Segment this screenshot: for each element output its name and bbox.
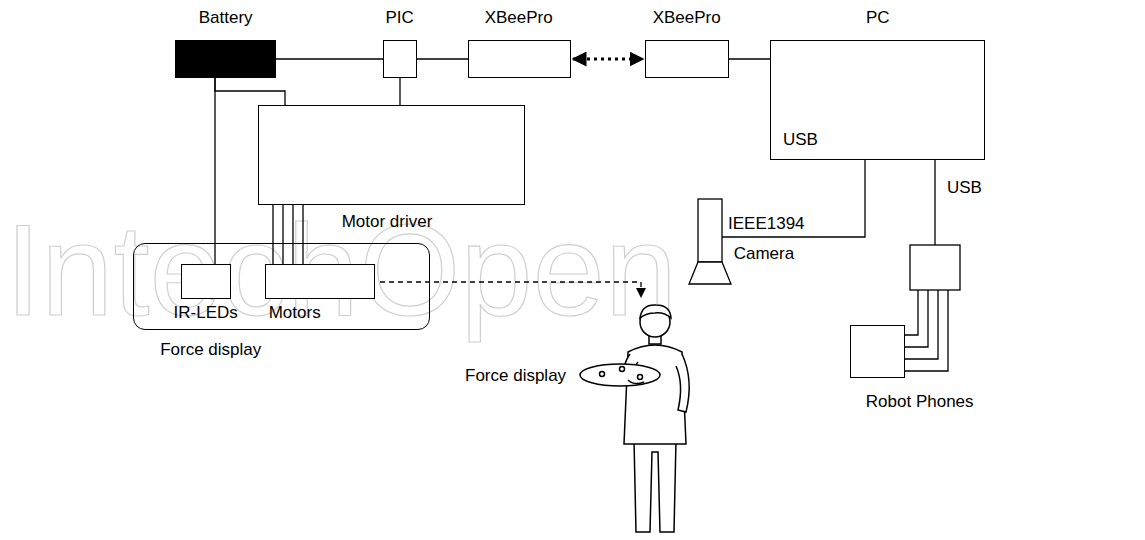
motors-box: Motors bbox=[265, 264, 375, 299]
node-label: PIC bbox=[386, 8, 414, 28]
usb-wire bbox=[934, 160, 935, 245]
node-label: XBeePro bbox=[485, 8, 553, 28]
person-figure bbox=[580, 305, 689, 532]
node-label: Motors bbox=[269, 303, 321, 323]
port-label: USB bbox=[783, 130, 818, 150]
node-label: Battery bbox=[199, 8, 253, 28]
port-label: USB bbox=[947, 178, 982, 198]
ir-led-box: IR-LEDs bbox=[181, 264, 231, 299]
motor-driver-box: Motor driver bbox=[258, 105, 525, 205]
connector bbox=[273, 205, 303, 264]
connector bbox=[729, 58, 770, 59]
connector bbox=[573, 58, 643, 61]
node-label: Force display bbox=[160, 340, 261, 360]
node-label: Robot Phones bbox=[866, 392, 974, 412]
connector bbox=[215, 78, 285, 105]
node-label: PC bbox=[866, 8, 890, 28]
node-label: Camera bbox=[734, 244, 794, 264]
pic-box: PIC bbox=[383, 40, 417, 78]
force-display-box: Force displayIR-LEDsMotors bbox=[133, 243, 430, 330]
connector bbox=[417, 58, 468, 59]
node-label: XBeePro bbox=[653, 8, 721, 28]
connector bbox=[276, 58, 383, 59]
battery-box: Battery bbox=[175, 40, 276, 78]
xbee-box: XBeePro bbox=[645, 40, 729, 78]
interface-box bbox=[910, 245, 960, 290]
edge-label: IEEE1394 bbox=[728, 214, 805, 234]
connector bbox=[722, 160, 865, 237]
node-label: IR-LEDs bbox=[174, 303, 238, 323]
figure-label: Force display bbox=[465, 366, 566, 386]
xbee-box: XBeePro bbox=[468, 40, 571, 78]
node-label: Motor driver bbox=[342, 212, 433, 232]
force-leader-arrow bbox=[380, 282, 641, 297]
robot-phones-box: Robot Phones bbox=[850, 325, 905, 378]
connector bbox=[399, 78, 400, 105]
camera-outline bbox=[688, 198, 732, 285]
camera-icon: Camera bbox=[688, 198, 732, 285]
cable-bundle bbox=[905, 290, 948, 371]
connector bbox=[214, 78, 215, 264]
